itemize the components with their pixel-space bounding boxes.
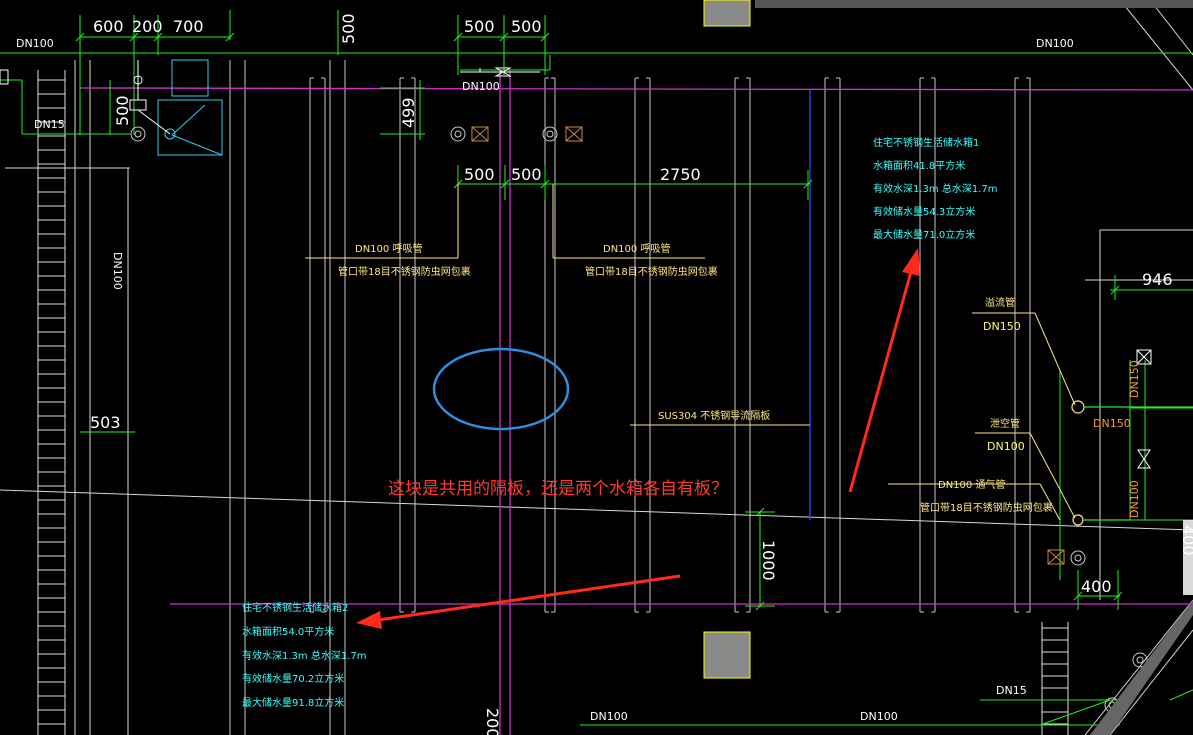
vent1-line2: 管口带18目不锈钢防虫网包裹 <box>338 265 471 278</box>
arrow-head-tank1 <box>902 248 920 276</box>
dim-600: 600 <box>93 17 124 36</box>
highlight-ellipse <box>432 347 570 431</box>
vent-caps <box>130 126 1148 713</box>
dimension-tick <box>803 179 813 189</box>
dimension-tick <box>75 32 85 42</box>
dimension-tick <box>1110 285 1120 295</box>
tank1-note-line: 有效储水量54.3立方米 <box>873 205 975 218</box>
corner-border <box>1090 600 1193 735</box>
dim-500-mid-a: 500 <box>464 165 495 184</box>
tank1-note-line: 最大储水量71.0立方米 <box>873 228 975 241</box>
column-lines <box>229 60 1031 735</box>
dim-500-vertical-left: 500 <box>113 95 132 126</box>
pipe-dn150-orange: DN150 <box>1093 417 1131 430</box>
drain-label: 泄空管 <box>990 417 1020 430</box>
dim-503: 503 <box>90 413 121 432</box>
dimension-tick <box>453 32 463 42</box>
dimension-tick <box>755 601 765 611</box>
dim-946: 946 <box>1142 270 1173 289</box>
pipe-dn100-vertical-left: DN100 <box>111 252 124 290</box>
small-valve-left <box>129 60 171 135</box>
tank2-note-line: 水箱面积54.0平方米 <box>242 625 334 638</box>
dimension-tick <box>540 32 550 42</box>
label-leaders <box>305 184 1076 521</box>
pipe-dn100-bottom-b: DN100 <box>860 710 898 723</box>
dimension-tick <box>153 32 163 42</box>
tank1-note-line: 有效水深1.3m 总水深1.7m <box>873 182 997 195</box>
pipe-dn100-orange-vertical: DN100 <box>1128 480 1141 518</box>
left-edge-box <box>0 69 9 85</box>
dim-200-vertical-bottom: 200 <box>483 708 502 735</box>
pipe-dn100-top-left: DN100 <box>16 37 54 50</box>
partition-label: SUS304 不锈钢导流隔板 <box>658 409 770 422</box>
dim-700: 700 <box>173 17 204 36</box>
dim-200: 200 <box>132 17 163 36</box>
dim-400-vertical-edge: 400 <box>1179 525 1193 556</box>
valve-box <box>157 59 223 156</box>
right-edge-strip <box>1183 520 1193 595</box>
vent2-line2: 管口带18目不锈钢防虫网包裹 <box>585 265 718 278</box>
dim-2750: 2750 <box>660 165 701 184</box>
arrow-head-tank2 <box>356 611 382 629</box>
dimension-tick <box>755 507 765 517</box>
tank1-note-line: 住宅不锈钢生活储水箱1 <box>873 136 979 149</box>
dim-500-top-b: 500 <box>511 17 542 36</box>
pipe-dn100-top-right: DN100 <box>1036 37 1074 50</box>
pipe-dn150-orange-vertical: DN150 <box>1128 360 1141 398</box>
pipe-dn100-drain: DN100 <box>987 440 1025 453</box>
pipe-dn150-overflow: DN150 <box>983 320 1021 333</box>
dim-500-vertical-top: 500 <box>339 13 358 44</box>
tank2-note: 住宅不锈钢生活储水箱2 水箱面积54.0平方米 有效水深1.3m 总水深1.7m… <box>242 601 366 709</box>
ladder-bottom <box>1041 622 1069 735</box>
green-dimension-lines <box>0 10 1193 726</box>
arrow-to-tank1 <box>848 267 914 493</box>
vent3-line2: 管口带18目不锈钢防虫网包裹 <box>920 501 1053 514</box>
vent-labels: DN100 呼吸管 管口带18目不锈钢防虫网包裹 DN100 呼吸管 管口带18… <box>338 242 1053 514</box>
pipe-circles <box>1071 400 1193 526</box>
tank2-note-line: 住宅不锈钢生活储水箱2 <box>242 601 348 614</box>
pipe-dn15-left: DN15 <box>34 118 65 131</box>
flange-markers <box>471 126 1065 565</box>
dim-500-mid-b: 500 <box>511 165 542 184</box>
annotation-arrows <box>356 248 920 629</box>
pipe-dn100-mid: DN100 <box>462 80 500 93</box>
dimension-tick <box>129 32 139 42</box>
dimension-tick <box>1073 591 1083 601</box>
dimension-tick <box>499 32 509 42</box>
dimension-ticks <box>75 32 1123 611</box>
question-annotation: 这块是共用的隔板，还是两个水箱各自有板？ <box>388 479 728 499</box>
dimension-tick <box>540 179 550 189</box>
top-border <box>755 0 1193 8</box>
ladder-left <box>37 70 66 735</box>
tank2-note-line: 有效水深1.3m 总水深1.7m <box>242 649 366 662</box>
dim-500-top-a: 500 <box>464 17 495 36</box>
arrow-to-tank2 <box>377 574 681 622</box>
tank1-note-line: 水箱面积41.8平方米 <box>873 159 965 172</box>
tank2-note-line: 有效储水量70.2立方米 <box>242 672 344 685</box>
pipe-labels: DN100 DN100 DN100 DN15 DN100 DN150 DN100… <box>16 37 1141 723</box>
pipe-dn15-bottom: DN15 <box>996 684 1027 697</box>
column-block-bottom <box>703 631 751 679</box>
dimension-tick <box>225 32 235 42</box>
vent2-line1: DN100 呼吸管 <box>603 242 670 255</box>
dim-1000-vertical: 1000 <box>759 540 778 581</box>
column-block-top <box>703 0 751 27</box>
dimension-tick <box>500 179 510 189</box>
dim-499-vertical: 499 <box>399 97 418 128</box>
dimension-texts: 600 200 700 500 500 500 500 500 2750 500… <box>90 13 1193 735</box>
overflow-label: 溢流管 <box>985 296 1015 309</box>
vent1-line1: DN100 呼吸管 <box>355 242 422 255</box>
dimension-tick <box>1113 591 1123 601</box>
tank2-note-line: 最大储水量91.8立方米 <box>242 696 344 709</box>
dim-400: 400 <box>1081 577 1112 596</box>
vent3-line1: DN100 通气管 <box>938 478 1005 491</box>
pipe-dn100-bottom-a: DN100 <box>590 710 628 723</box>
tank-outline <box>79 70 1193 735</box>
valve-symbols <box>460 67 1152 469</box>
tank1-note: 住宅不锈钢生活储水箱1 水箱面积41.8平方米 有效水深1.3m 总水深1.7m… <box>873 136 997 241</box>
